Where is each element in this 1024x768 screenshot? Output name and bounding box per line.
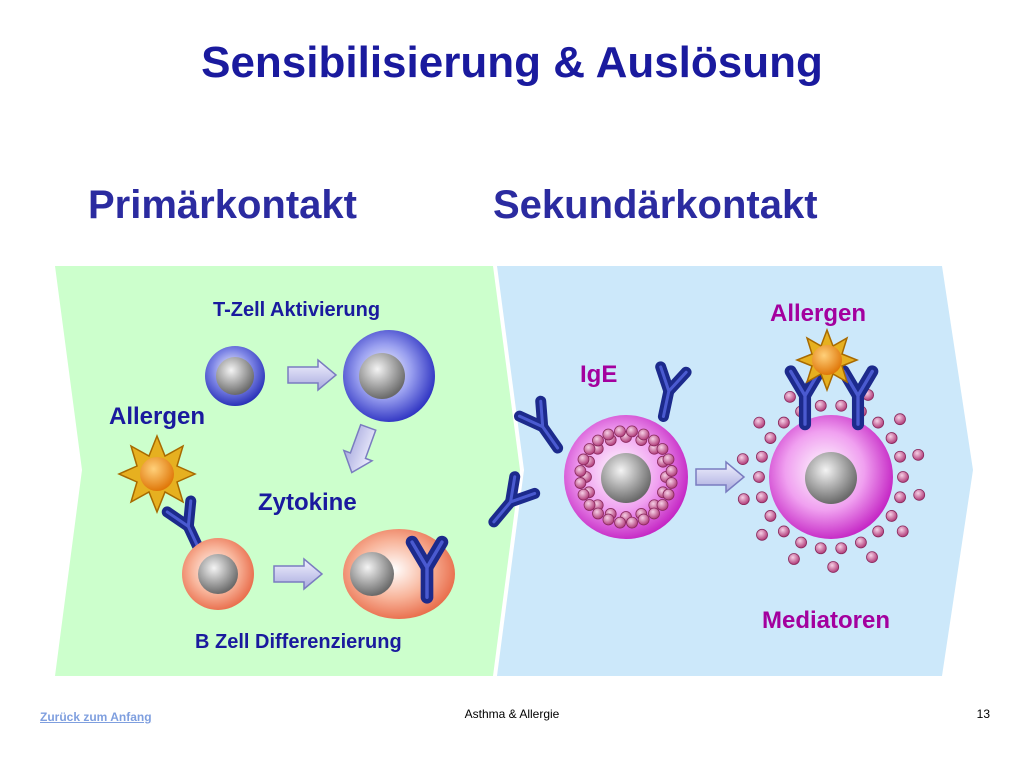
granule — [665, 477, 678, 489]
allergen-left-icon — [117, 433, 197, 515]
granule — [835, 542, 848, 555]
b-cell — [182, 538, 254, 610]
granule — [788, 553, 800, 565]
granule — [872, 416, 885, 429]
granule — [648, 507, 660, 520]
t-cell-resting — [205, 346, 265, 406]
granule — [614, 516, 626, 529]
granule — [764, 432, 777, 444]
granule — [827, 561, 840, 573]
granule — [637, 513, 650, 526]
granule — [614, 425, 626, 438]
granule — [665, 465, 678, 477]
label-mediators: Mediatoren — [762, 607, 891, 634]
granule — [777, 525, 790, 538]
granule — [855, 536, 867, 549]
granule — [795, 536, 807, 549]
granule — [656, 499, 669, 511]
granule — [662, 453, 675, 466]
label-b-cell-differentiation: B Zell Differenzierung — [195, 631, 402, 653]
granule — [756, 491, 768, 504]
granule — [814, 542, 827, 555]
page-number: 13 — [976, 707, 990, 721]
granule — [753, 471, 765, 483]
slide-title: Sensibilisierung & Auslösung — [201, 38, 823, 87]
granule — [592, 434, 604, 447]
label-allergen-right: Allergen — [770, 300, 867, 327]
granule — [583, 443, 596, 455]
granule — [656, 443, 669, 455]
allergen-right-icon — [794, 327, 860, 393]
granule — [894, 450, 906, 463]
granule — [574, 477, 587, 489]
granule — [753, 416, 766, 429]
granule — [764, 510, 777, 522]
label-cytokines: Zytokine — [258, 489, 357, 516]
granule — [894, 413, 906, 426]
granule — [756, 450, 768, 463]
granule — [637, 428, 650, 441]
granule — [577, 488, 590, 501]
granule — [814, 399, 827, 412]
t-cell-activated — [343, 330, 435, 422]
granule — [866, 551, 878, 564]
granule — [662, 488, 675, 501]
heading-secondary-contact: Sekundärkontakt — [493, 183, 818, 227]
granule — [626, 425, 638, 438]
granule — [897, 471, 909, 483]
mediator-granules — [736, 389, 926, 573]
granule — [912, 448, 925, 461]
granule — [872, 525, 885, 538]
label-t-cell-activation: T-Zell Aktivierung — [213, 299, 381, 321]
granule — [583, 499, 596, 511]
footer-title: Asthma & Allergie — [464, 707, 560, 721]
granule — [835, 399, 848, 412]
granule — [913, 488, 926, 501]
label-allergen-left: Allergen — [109, 403, 206, 430]
granule — [737, 493, 750, 506]
degranulated-mast-cell — [769, 415, 893, 539]
back-to-start-link[interactable]: Zurück zum Anfang — [40, 710, 152, 724]
granule — [574, 465, 587, 477]
mast-cell — [564, 415, 688, 539]
granule — [896, 525, 909, 538]
granule — [626, 516, 638, 529]
granule — [577, 453, 590, 466]
label-ige: IgE — [580, 361, 618, 388]
granule — [894, 491, 906, 504]
granule — [648, 434, 660, 447]
heading-primary-contact: Primärkontakt — [88, 183, 357, 227]
granule — [784, 390, 796, 403]
granule — [885, 432, 898, 444]
granule — [885, 510, 898, 522]
granule — [777, 416, 790, 429]
granule — [602, 513, 615, 526]
granule — [602, 428, 615, 441]
granule — [736, 453, 749, 466]
granule — [756, 528, 768, 541]
granule — [592, 507, 604, 520]
